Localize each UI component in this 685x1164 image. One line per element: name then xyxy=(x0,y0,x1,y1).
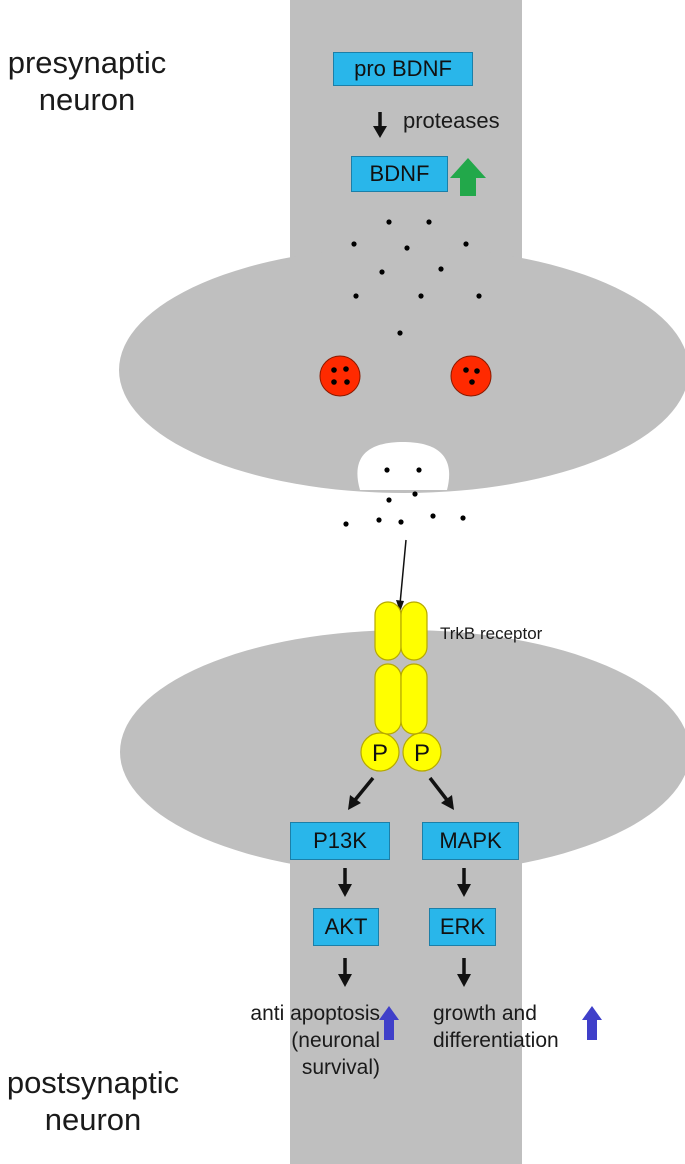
vesicle-left xyxy=(319,355,361,397)
pathway-arrows xyxy=(338,112,471,987)
outcome-growth-line1: growth and xyxy=(433,1002,537,1025)
proteases-label: proteases xyxy=(403,108,500,133)
vesicle-right xyxy=(450,355,492,397)
phosphate-right-label: P xyxy=(414,740,430,767)
arrow-erk-to-outcome xyxy=(457,958,471,987)
bdnf-molecules-presynaptic xyxy=(351,219,482,336)
pro-bdnf-box: pro BDNF xyxy=(333,52,473,86)
arrow-mapk-to-erk xyxy=(457,868,471,897)
postsynaptic-label: postsynaptic neuron xyxy=(0,1064,186,1138)
presynaptic-neuron xyxy=(119,0,685,493)
outcome-survival-line3: survival) xyxy=(301,1056,380,1079)
arrow-to-mapk xyxy=(428,776,454,810)
postsynaptic-label-line1: postsynaptic xyxy=(6,1065,180,1100)
outcome-survival: anti apoptosis (neuronal survival) xyxy=(216,1000,380,1081)
outcome-growth-line2: differentiation xyxy=(433,1029,559,1052)
trkb-receptor-label: TrkB receptor xyxy=(440,624,543,643)
binding-arrow xyxy=(396,539,407,612)
phosphate-left: P xyxy=(360,732,400,772)
p13k-box: P13K xyxy=(290,822,390,860)
bdnf-box: BDNF xyxy=(351,156,448,192)
outcome-survival-line2: (neuronal xyxy=(291,1029,380,1052)
proteases-arrow xyxy=(373,112,387,138)
arrow-akt-to-outcome xyxy=(338,958,352,987)
trkb-receptor xyxy=(374,601,428,735)
phosphate-right: P xyxy=(402,732,442,772)
blue-up-arrow-icon xyxy=(582,1006,602,1040)
arrow-to-p13k xyxy=(348,776,375,810)
arrow-p13k-to-akt xyxy=(338,868,352,897)
akt-box: AKT xyxy=(313,908,379,946)
presynaptic-label-line2: neuron xyxy=(38,82,136,117)
presynaptic-label-line1: presynaptic xyxy=(7,45,167,80)
bdnf-molecules-released xyxy=(343,467,466,527)
postsynaptic-label-line2: neuron xyxy=(44,1102,142,1137)
presynaptic-label: presynaptic neuron xyxy=(0,44,174,118)
mapk-box: MAPK xyxy=(422,822,519,860)
outcome-survival-line1: anti apoptosis xyxy=(250,1002,380,1025)
erk-box: ERK xyxy=(429,908,496,946)
phosphate-left-label: P xyxy=(372,740,388,767)
outcome-growth: growth and differentiation xyxy=(433,1000,559,1054)
blue-up-arrow-icon xyxy=(379,1006,399,1040)
release-pocket xyxy=(357,442,450,490)
green-up-arrow-icon xyxy=(450,158,486,196)
